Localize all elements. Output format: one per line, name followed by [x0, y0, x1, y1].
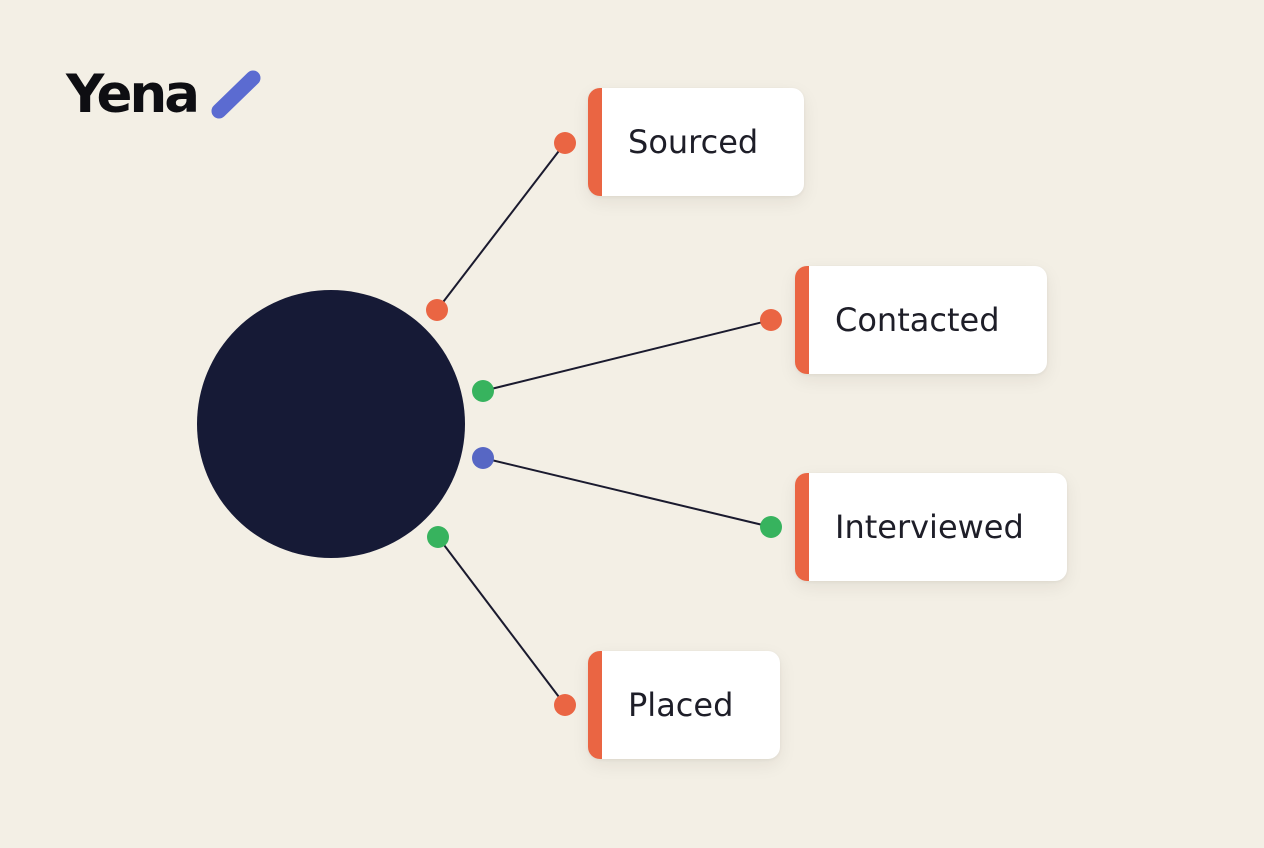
connector-start-dot-interviewed: [472, 447, 494, 469]
stage-label-contacted: Contacted: [835, 301, 1000, 339]
connector-start-dot-contacted: [472, 380, 494, 402]
stage-card-sourced[interactable]: Sourced: [588, 88, 804, 196]
connector-line-sourced: [436, 142, 566, 311]
connector-end-dot-contacted: [760, 309, 782, 331]
stage-card-interviewed[interactable]: Interviewed: [795, 473, 1067, 581]
stage-label-placed: Placed: [628, 686, 734, 724]
connector-start-dot-sourced: [426, 299, 448, 321]
brand-mark-icon: [211, 70, 261, 119]
stage-label-interviewed: Interviewed: [835, 508, 1024, 546]
brand-logo: Yena: [66, 62, 267, 126]
connector-start-dot-placed: [427, 526, 449, 548]
stage-card-contacted[interactable]: Contacted: [795, 266, 1047, 374]
connector-end-dot-placed: [554, 694, 576, 716]
connector-end-dot-sourced: [554, 132, 576, 154]
connector-end-dot-interviewed: [760, 516, 782, 538]
connector-line-contacted: [482, 319, 772, 392]
stage-card-placed[interactable]: Placed: [588, 651, 780, 759]
brand-name: Yena: [66, 63, 200, 125]
connector-line-placed: [437, 536, 566, 706]
stage-label-sourced: Sourced: [628, 123, 759, 161]
hub-circle: [197, 290, 465, 558]
connector-line-interviewed: [482, 457, 772, 528]
